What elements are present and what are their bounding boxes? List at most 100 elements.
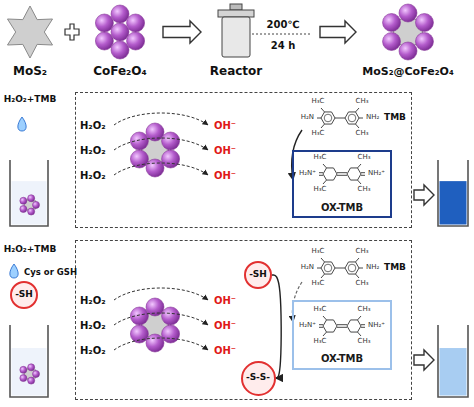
block-arrow [163,21,201,43]
node-text: H₂O₂ [80,345,106,356]
reaction-arc [114,313,208,325]
caption-label: MoS₂@CoFe₂O₄ [362,66,453,78]
cofe2o4-sphere [111,41,129,59]
atom-label: NH₂⁺ [368,322,385,330]
cofe2o4-sphere [383,33,401,51]
cofe2o4-sphere [20,197,27,204]
group-label: -SH [15,290,33,300]
bond [337,327,347,328]
bond [321,274,325,278]
node-text: H₂O₂ [80,295,106,306]
plus-sign [65,24,79,40]
benzene-ring [323,168,337,180]
cuvette [438,325,468,397]
cofe2o4-sphere [95,32,113,50]
bond [356,108,360,112]
cofe2o4-sphere [28,195,35,202]
cuvette [10,325,48,397]
node-text: H₂O₂ [80,120,106,131]
cofe2o4-sphere [146,159,164,177]
atom-label: CH₃ [358,186,371,194]
cofe2o4-sphere [111,23,129,41]
aromatic-ring [348,114,356,122]
atom-label: NH₂ [366,264,379,272]
block-arrow [414,185,434,205]
atom-label: NH₂ [366,114,379,122]
node-text: H₂O₂ [80,170,106,181]
cofe2o4-sphere [399,4,417,22]
cofe2o4-sphere [28,377,35,384]
atom-label: CH₃ [356,280,369,288]
caption-label: 24 h [271,40,296,51]
bond [319,172,323,173]
tmb-structure [317,108,363,128]
bond [335,118,345,119]
bond [361,172,365,173]
atom-label: CH₃ [356,130,369,138]
thiol-circle: -SH [244,261,272,289]
bond [323,332,327,336]
benzene-ring [321,262,335,274]
cofe2o4-sphere [33,370,40,377]
benzene-ring [347,168,361,180]
cofe2o4-sphere [383,14,401,32]
product-box: OX-TMB [292,150,392,218]
cofe2o4-sphere [95,14,113,32]
bond [335,268,345,269]
cofe2o4-sphere [162,325,180,343]
benzene-ring [347,320,361,332]
benzene-ring [323,320,337,332]
reaction-arc [114,138,208,150]
atom-label: CH₃ [356,248,369,256]
reactor-cap [218,10,254,17]
cofe2o4-sphere [162,132,180,150]
cofe2o4-sphere [28,208,35,215]
atom-label: H₃C [314,306,327,314]
tmb-structure [319,164,365,184]
bond [359,118,363,119]
atom-label: H₃C [312,98,325,106]
bond [356,274,360,278]
dotted-leader [252,34,312,35]
cuvette [438,160,468,226]
bond [356,258,360,262]
thiol-circle: -SH [10,281,38,309]
tmb-structure [317,258,363,278]
cofe2o4-sphere [415,33,433,51]
caption-label: H₂O₂+TMB [4,95,57,105]
node-text: OH⁻ [214,170,236,181]
node-text: OH⁻ [214,120,236,131]
atom-label: NH₂⁺ [368,170,385,178]
node-text: OX-TMB [321,202,363,213]
cofe2o4-sphere [20,366,27,373]
bond [319,175,323,176]
node-text: OH⁻ [214,345,236,356]
group-label: -S-S- [246,373,270,383]
cofe2o4-sphere [146,334,164,352]
bond [361,175,365,176]
node-text: H₂O₂ [80,320,106,331]
bond [337,172,347,173]
atom-label: H₃C [312,248,325,256]
caption-label: 200℃ [267,19,300,30]
droplet [10,264,18,278]
atom-label: H₂N⁺ [299,170,316,178]
cofe2o4-sphere [20,375,27,382]
atom-label: H₂N⁺ [299,322,316,330]
bond [337,175,347,176]
benzene-ring [345,112,359,124]
bond [358,332,362,336]
benzene-ring [345,262,359,274]
caption-label: CoFe₂O₄ [93,65,147,78]
cuvette-liquid [12,348,47,395]
reaction-connector [272,275,281,378]
product-box: OX-TMB [292,300,392,370]
cofe2o4-sphere [33,201,40,208]
cofe2o4-sphere [127,32,145,50]
node-text: TMB [384,263,406,273]
group-label: -SH [249,270,267,280]
atom-label: H₃C [312,130,325,138]
atom-label: H₃C [314,154,327,162]
reaction-panel: H₂O₂H₂O₂H₂O₂OH⁻OH⁻OH⁻TMB-SH-S-S-OX-TMB [75,240,412,400]
bond [321,124,325,128]
